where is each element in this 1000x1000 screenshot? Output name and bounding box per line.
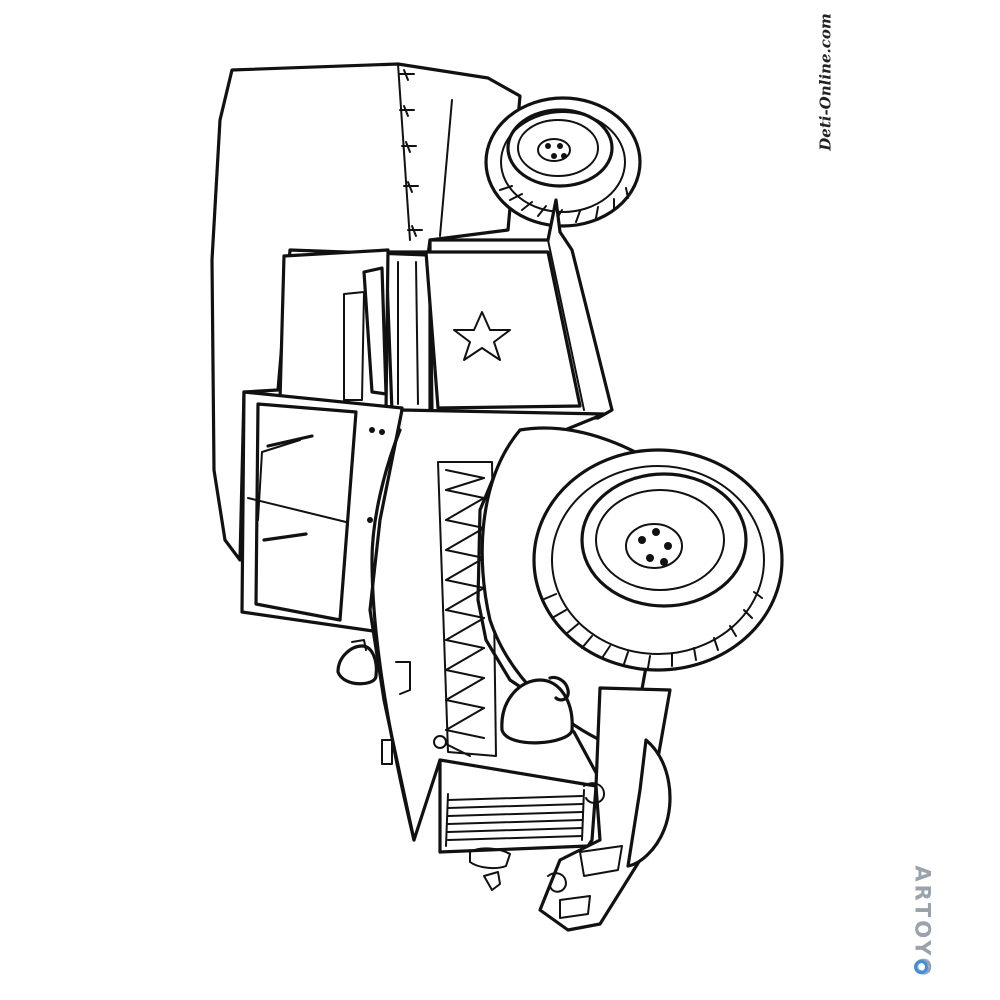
cab-side xyxy=(278,248,390,412)
canvas-top-buckles xyxy=(399,69,423,237)
front-wheel xyxy=(532,448,784,672)
spare-wheel-top xyxy=(484,96,642,228)
grille xyxy=(438,758,598,854)
headlight-right xyxy=(500,675,574,745)
site-watermark: Deti-Online.com xyxy=(806,12,846,152)
star-icon xyxy=(453,311,511,361)
hood-latch xyxy=(433,735,471,757)
tow-hooks xyxy=(469,782,605,893)
headlight-left xyxy=(336,639,378,686)
brand-dot-icon xyxy=(914,960,928,974)
site-watermark-text: Deti-Online.com xyxy=(817,13,835,151)
rear-wheel-bottom xyxy=(626,738,672,868)
